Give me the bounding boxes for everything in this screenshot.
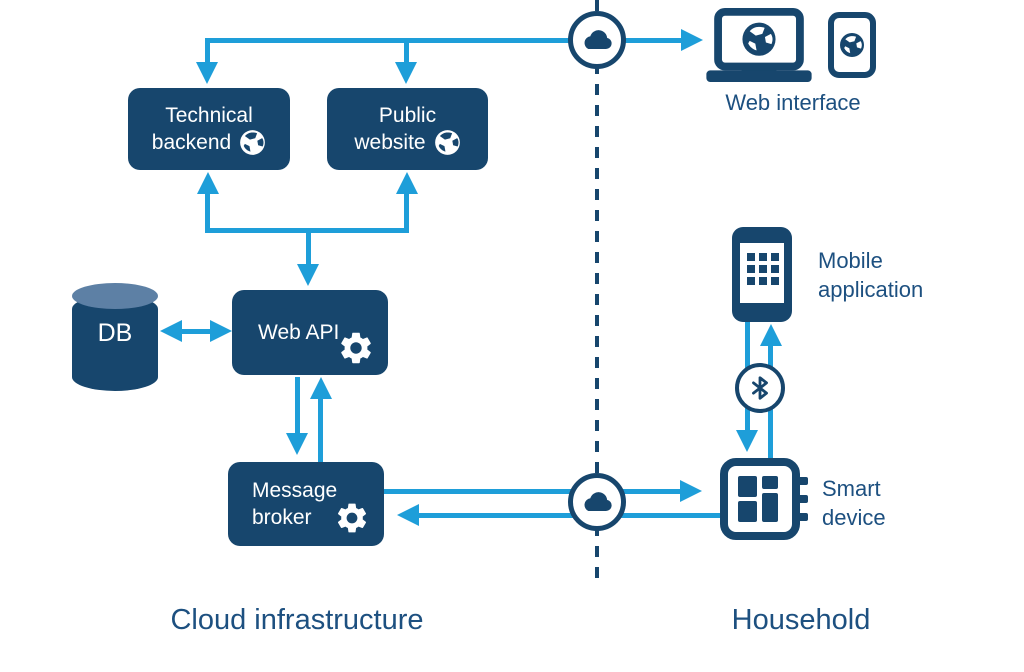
arrow-into-db	[160, 320, 182, 342]
smart-device-label: Smart device	[822, 474, 886, 532]
cloud-glyph	[584, 30, 612, 50]
node-web-api: Web API	[232, 290, 388, 375]
db-webapi-line	[180, 329, 212, 334]
mobile-application-line2: application	[818, 277, 924, 302]
web-api-label: Web API	[258, 321, 340, 344]
cloud-icon	[568, 473, 626, 531]
arrow-down-into-web-api	[297, 264, 319, 286]
arrow-into-web-interface	[681, 29, 703, 51]
broker-to-device-line	[384, 489, 680, 494]
smart-device-line1: Smart	[822, 476, 881, 501]
cloud-icon	[568, 11, 626, 69]
public-website-line2: website	[354, 131, 426, 154]
node-db: DB	[72, 283, 158, 391]
smart-device-chip-icon	[720, 458, 808, 540]
mobile-application-line1: Mobile	[818, 248, 883, 273]
mobile-application-label: Mobile application	[818, 246, 923, 304]
top-flow-line	[205, 38, 687, 43]
arrow-up-into-web-api	[310, 377, 332, 399]
arrow-down-into-smart-device	[736, 430, 758, 452]
webapi-to-broker-line	[295, 377, 300, 433]
smartphone-icon	[828, 12, 876, 78]
chip-blocks-glyph	[738, 476, 778, 522]
node-message-broker: Message broker	[228, 462, 384, 546]
app-grid-glyph	[747, 253, 779, 285]
db-cylinder-body	[72, 295, 158, 391]
globe-glyph	[742, 22, 776, 56]
technical-backend-line1: Technical	[165, 104, 253, 127]
globe-icon	[240, 130, 266, 155]
globe-glyph	[840, 33, 864, 57]
arrow-down-into-message-broker	[286, 433, 308, 455]
drop-line-public-website	[404, 38, 409, 64]
bracket-left-line	[205, 192, 210, 230]
cloud-infrastructure-region-label: Cloud infrastructure	[170, 604, 424, 636]
arrow-into-smart-device	[680, 480, 702, 502]
gear-icon	[337, 503, 367, 533]
technical-backend-line2: backend	[151, 131, 232, 154]
household-region-label: Household	[731, 604, 871, 636]
arrow-into-public-website	[395, 62, 417, 84]
bracket-center-line	[306, 228, 311, 266]
arrow-into-web-api-from-db	[210, 320, 232, 342]
message-broker-line2: broker	[252, 506, 312, 529]
broker-to-webapi-line	[318, 399, 323, 462]
drop-line-technical-backend	[205, 38, 210, 64]
message-broker-line1: Message	[252, 479, 338, 502]
arrow-up-into-technical-backend	[197, 172, 219, 194]
arrow-into-message-broker	[397, 504, 419, 526]
db-label: DB	[97, 319, 133, 347]
db-cylinder-top	[72, 283, 158, 309]
bluetooth-icon	[735, 363, 785, 413]
arrow-into-technical-backend	[196, 62, 218, 84]
bracket-right-line	[404, 192, 409, 230]
arrow-up-into-public-website	[396, 172, 418, 194]
public-website-line1: Public	[378, 104, 437, 127]
cloud-glyph	[584, 492, 612, 511]
mobile-app-icon	[732, 227, 792, 322]
node-technical-backend: Technical backend	[128, 88, 290, 170]
smart-device-line2: device	[822, 505, 886, 530]
node-public-website: Public website	[327, 88, 488, 170]
bluetooth-glyph	[752, 376, 768, 400]
laptop-icon	[706, 8, 812, 83]
region-separator-dashed-line	[595, 0, 599, 580]
web-interface-label: Web interface	[725, 90, 861, 115]
globe-icon	[434, 130, 460, 155]
gear-icon	[341, 332, 371, 364]
arrow-up-into-mobile-application	[760, 324, 782, 346]
